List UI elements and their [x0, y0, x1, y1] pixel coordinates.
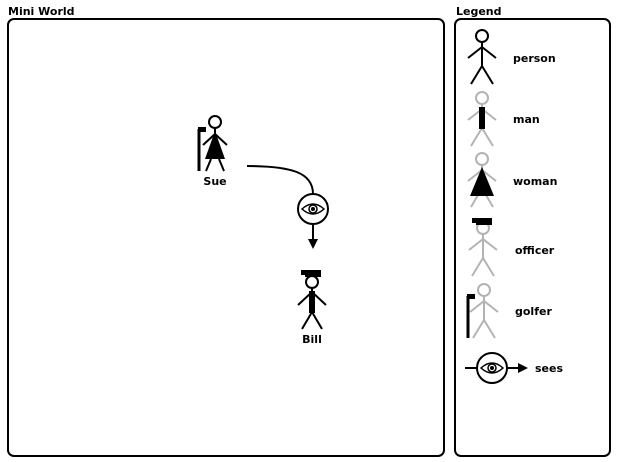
legend-label-person: person — [513, 52, 556, 65]
man-icon — [467, 91, 497, 147]
world-panel — [7, 18, 445, 457]
woman-icon — [202, 115, 228, 172]
man-icon — [297, 275, 327, 330]
sue-label: Sue — [203, 175, 226, 188]
bill-label: Bill — [302, 333, 322, 346]
legend-title: Legend — [456, 5, 502, 18]
officer-icon — [468, 218, 498, 277]
legend-panel — [454, 18, 611, 457]
legend-label-officer: officer — [515, 244, 555, 257]
bill-figure — [297, 270, 327, 330]
person-icon — [467, 29, 497, 85]
golfer-icon — [466, 283, 499, 339]
eye-icon — [297, 193, 329, 225]
legend-label-golfer: golfer — [515, 305, 552, 318]
woman-icon — [467, 152, 497, 208]
legend-label-woman: woman — [513, 175, 557, 188]
legend-label-man: man — [513, 113, 540, 126]
sees-icon — [465, 352, 528, 384]
world-title: Mini World — [8, 5, 75, 18]
sees-relation — [246, 165, 329, 249]
legend-label-sees: sees — [535, 362, 563, 375]
sue-figure — [197, 115, 228, 172]
golf-club-icon — [197, 127, 206, 171]
